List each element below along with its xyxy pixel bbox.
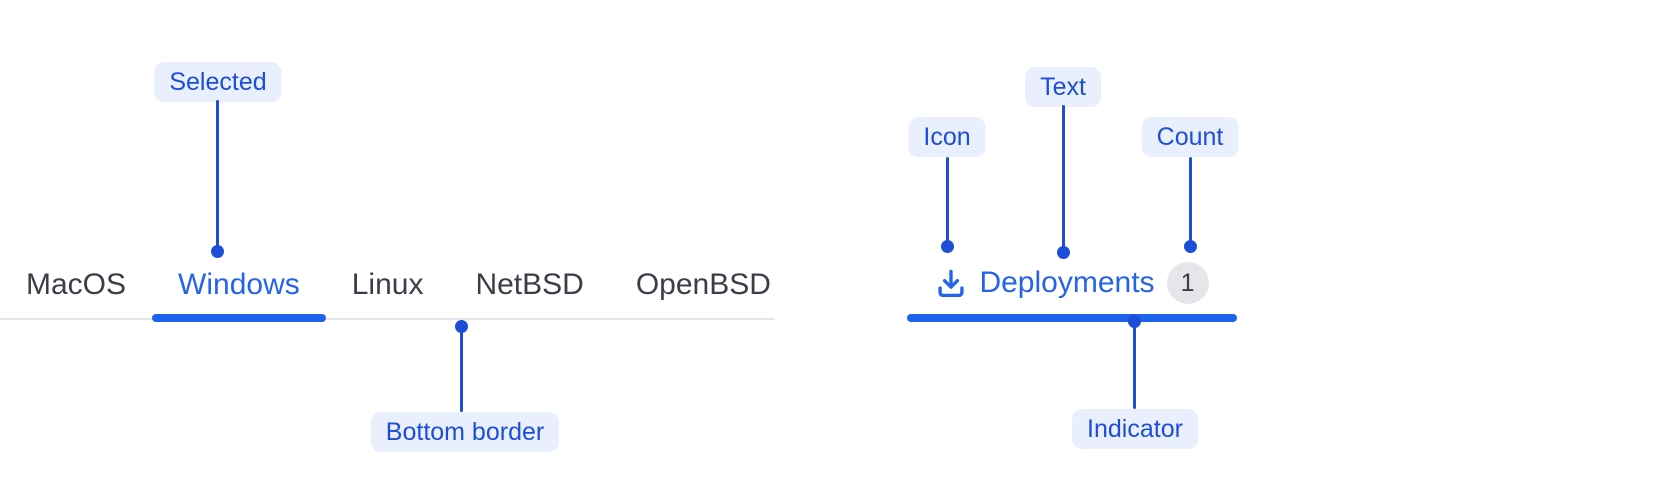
annotation-icon-line <box>946 157 949 242</box>
annotation-text-line <box>1062 105 1065 248</box>
annotation-count-label: Count <box>1141 117 1239 157</box>
tab-macos[interactable]: MacOS <box>0 252 152 318</box>
annotation-indicator-label: Indicator <box>1072 409 1198 449</box>
deployments-tab-content: Deployments 1 <box>907 252 1237 314</box>
count-badge: 1 <box>1166 262 1209 304</box>
annotation-selected-line <box>216 100 219 247</box>
tab-label: MacOS <box>26 268 127 301</box>
tab-windows[interactable]: Windows <box>152 252 326 322</box>
annotation-indicator-dot <box>1128 315 1141 328</box>
annotation-bottom-border-dot <box>455 320 468 333</box>
annotation-count-line <box>1189 157 1192 242</box>
tab-label: Windows <box>178 268 300 301</box>
tab-label: OpenBSD <box>635 268 771 301</box>
annotation-indicator-line <box>1133 325 1136 409</box>
download-icon <box>935 267 967 299</box>
deployments-tab[interactable]: Deployments 1 <box>907 252 1237 322</box>
annotation-count-dot <box>1184 240 1197 253</box>
tab-label: Deployments <box>979 266 1155 299</box>
annotation-icon-dot <box>941 240 954 253</box>
annotation-text-dot <box>1057 246 1070 259</box>
tab-bar-bottom-border <box>0 318 775 320</box>
tab-linux[interactable]: Linux <box>326 252 450 318</box>
annotation-text-label: Text <box>1025 67 1101 107</box>
tab-label: NetBSD <box>475 268 584 301</box>
tab-indicator <box>907 314 1237 322</box>
annotation-selected-label: Selected <box>154 62 282 102</box>
tab-netbsd[interactable]: NetBSD <box>449 252 609 318</box>
annotation-selected-dot <box>211 245 224 258</box>
selected-tab-indicator <box>152 314 326 322</box>
annotation-icon-label: Icon <box>908 117 986 157</box>
tab-openbsd[interactable]: OpenBSD <box>610 252 797 318</box>
tab-bar: MacOS Windows Linux NetBSD OpenBSD <box>0 252 775 322</box>
tab-label: Linux <box>351 268 424 301</box>
annotation-bottom-border-label: Bottom border <box>370 412 560 452</box>
annotation-bottom-border-line <box>460 330 463 412</box>
